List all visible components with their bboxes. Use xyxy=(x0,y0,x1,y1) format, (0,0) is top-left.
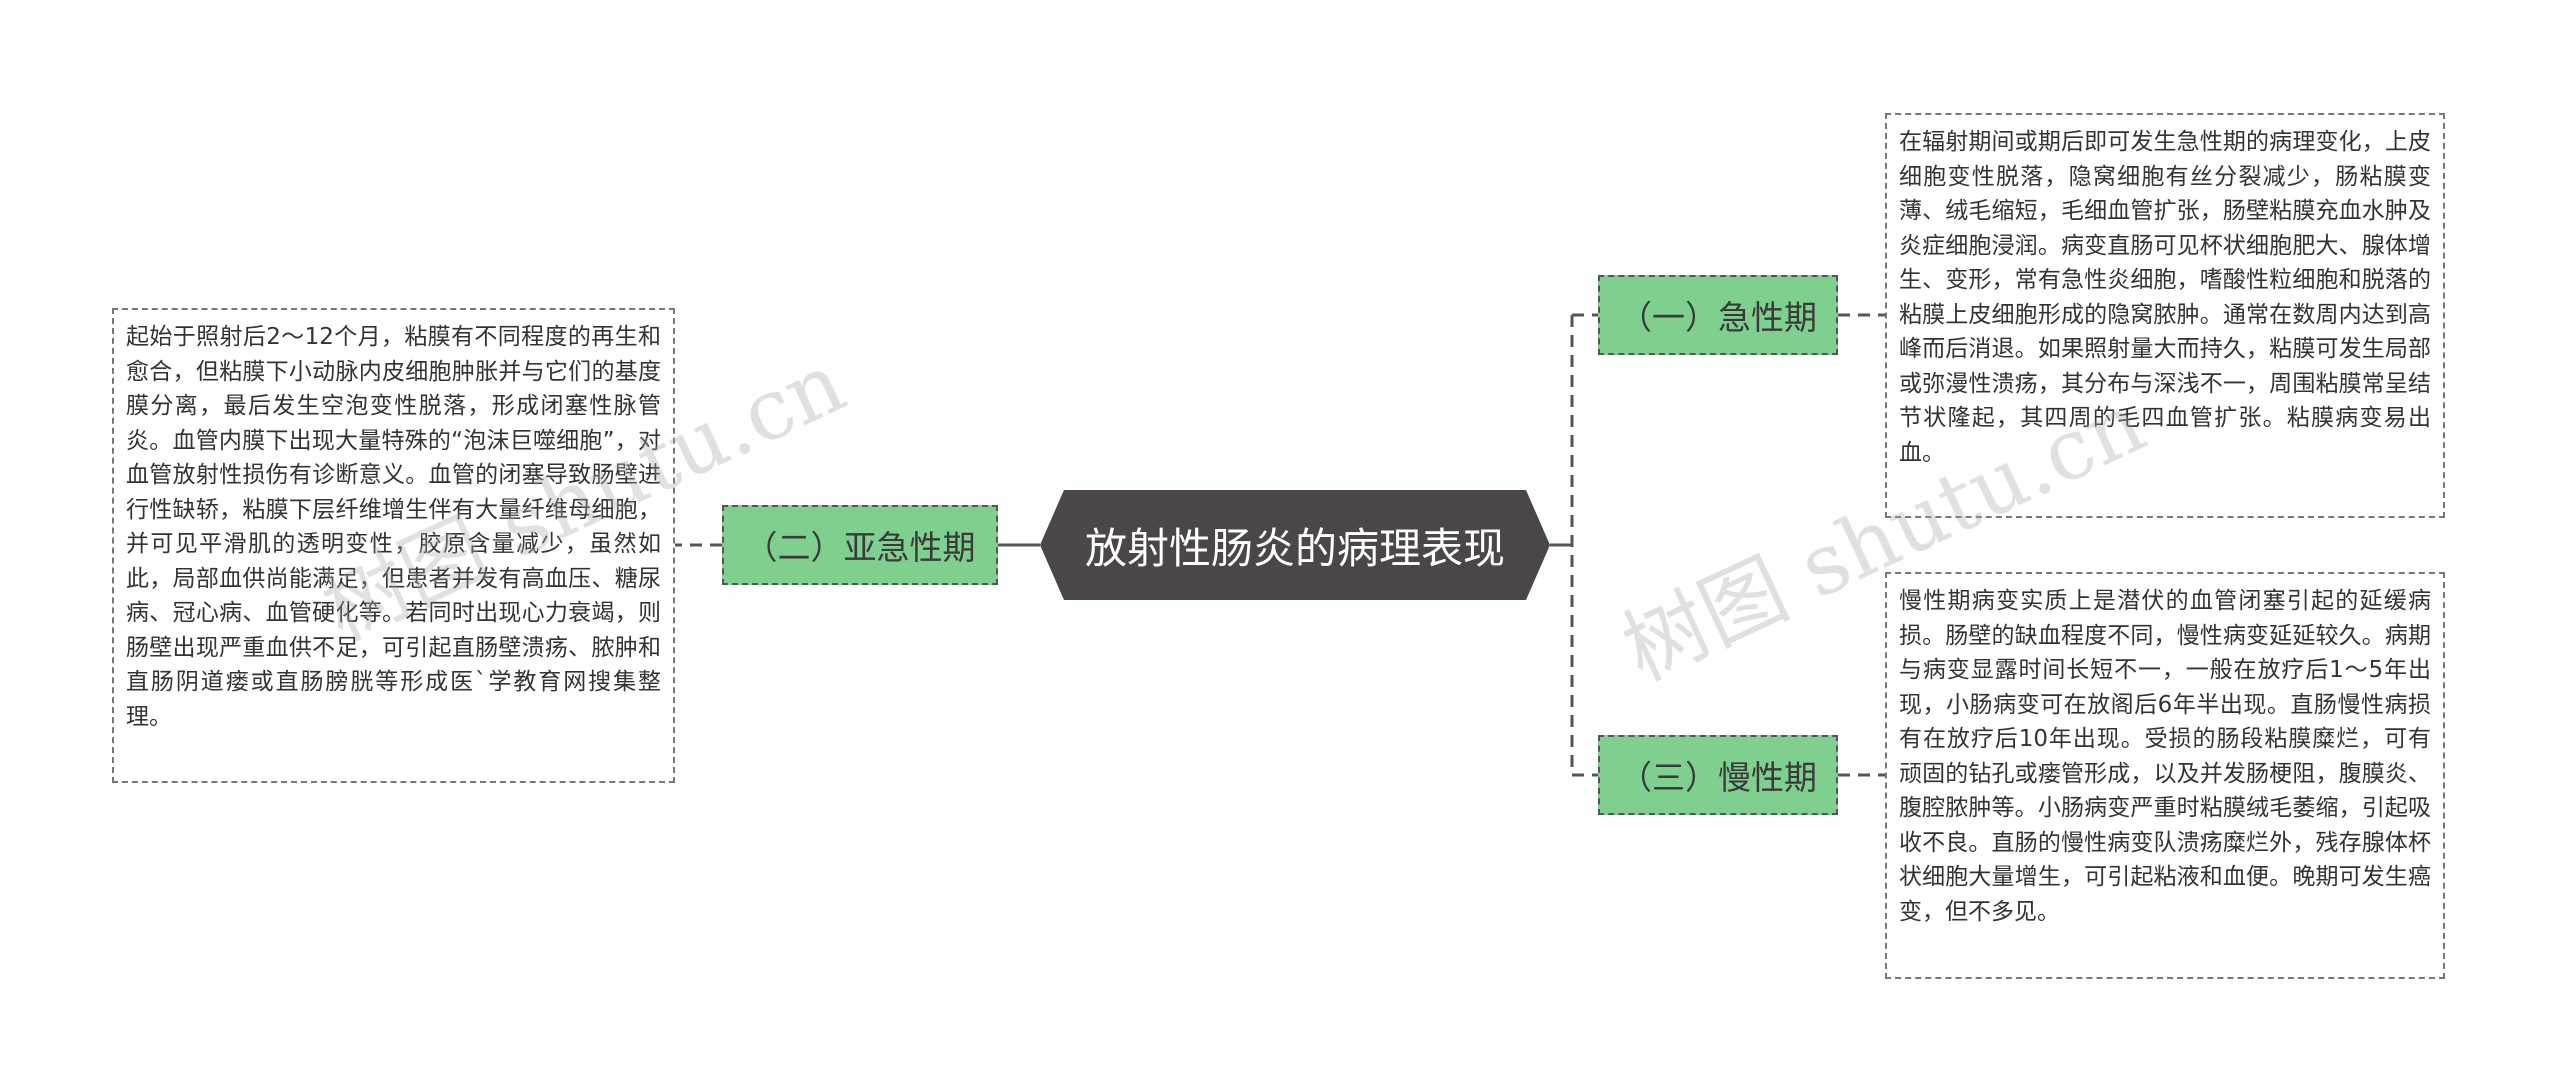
leaf-chronic-text: 慢性期病变实质上是潜伏的血管闭塞引起的延缓病损。肠壁的缺血程度不同，慢性病变延延… xyxy=(1899,588,2431,925)
leaf-acute-detail[interactable]: 在辐射期间或期后即可发生急性期的病理变化，上皮细胞变性脱落，隐窝细胞有丝分裂减少… xyxy=(1885,113,2445,518)
leaf-subacute-detail[interactable]: 起始于照射后2～12个月，粘膜有不同程度的再生和愈合，但粘膜下小动脉内皮细胞肿胀… xyxy=(112,308,675,783)
branch-acute[interactable]: （一）急性期 xyxy=(1598,275,1838,355)
branch-chronic-label: （三）慢性期 xyxy=(1619,758,1817,797)
branch-subacute[interactable]: （二）亚急性期 xyxy=(722,505,998,585)
branch-acute-label: （一）急性期 xyxy=(1619,298,1817,337)
leaf-subacute-text: 起始于照射后2～12个月，粘膜有不同程度的再生和愈合，但粘膜下小动脉内皮细胞肿胀… xyxy=(126,324,661,730)
leaf-chronic-detail[interactable]: 慢性期病变实质上是潜伏的血管闭塞引起的延缓病损。肠壁的缺血程度不同，慢性病变延延… xyxy=(1885,572,2445,979)
root-topic-label: 放射性肠炎的病理表现 xyxy=(1084,523,1505,573)
branch-subacute-label: （二）亚急性期 xyxy=(744,528,976,567)
leaf-acute-text: 在辐射期间或期后即可发生急性期的病理变化，上皮细胞变性脱落，隐窝细胞有丝分裂减少… xyxy=(1899,129,2431,466)
branch-chronic[interactable]: （三）慢性期 xyxy=(1598,735,1838,815)
root-topic[interactable]: 放射性肠炎的病理表现 xyxy=(1040,490,1550,600)
